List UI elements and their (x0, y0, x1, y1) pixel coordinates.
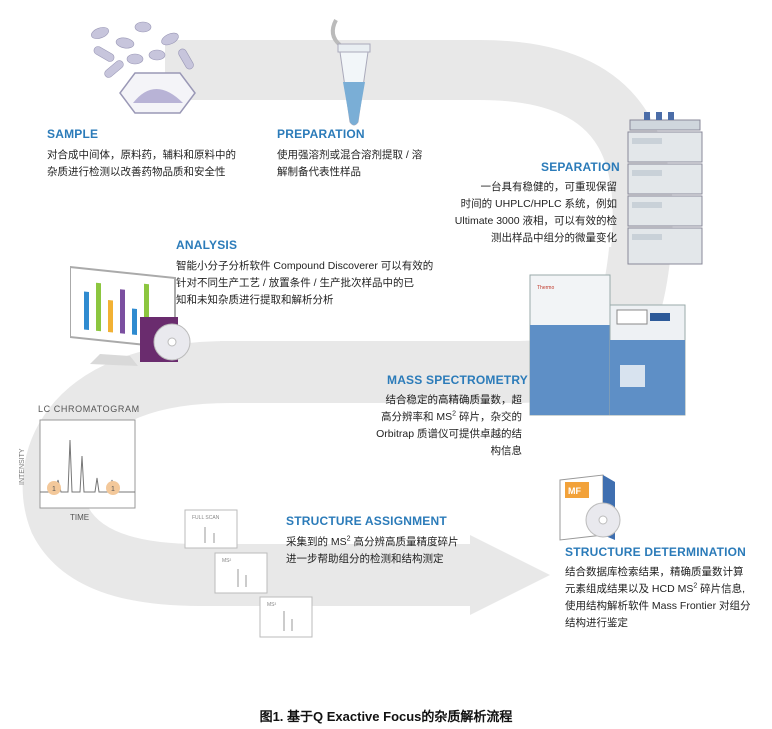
monitor-bar (96, 282, 101, 332)
preparation-heading: PREPARATION (277, 127, 365, 141)
monitor-bar (108, 299, 113, 333)
sd-line-3: 使用结构解析软件 Mass Frontier 对组分 (565, 600, 751, 612)
spectrum-card-2-label: MS² (222, 558, 232, 564)
chromatogram-x-label: TIME (70, 513, 89, 522)
sample-pills-graphic (91, 21, 196, 114)
monitor-bar (84, 291, 89, 330)
monitor-bar (132, 308, 137, 336)
lc-chromatogram: LC CHROMATOGRAM 1 1 TIME INTENSITY (19, 404, 140, 522)
sd-line-1: 结合数据库检索结果，精确质量数计算 (565, 566, 744, 578)
separation-line-2: 时间的 UHPLC/HPLC 系统，例如 (460, 198, 617, 210)
separation-line-4: 测出样品中组分的微量变化 (491, 232, 617, 244)
mass-spectrometry-heading: MASS SPECTROMETRY (387, 373, 528, 387)
hplc-system-graphic (627, 112, 703, 265)
structure-determination-description: 结合数据库检索结果，精确质量数计算 元素组成结果以及 HCD MS2 碎片信息,… (565, 564, 751, 632)
preparation-line-1: 使用强溶剂或混合溶剂提取 / 溶 (277, 149, 423, 161)
spectrum-card-3-label: MS³ (267, 602, 277, 608)
mass-frontier-software-box: MF (559, 474, 621, 541)
ms-line-4: 构信息 (490, 445, 523, 457)
ms-line-3: Orbitrap 质谱仪可提供卓越的结 (376, 428, 522, 440)
spectrum-card-1-label: FULL SCAN (192, 515, 220, 521)
chromatogram-y-label: INTENSITY (19, 448, 26, 485)
sd-line-4: 结构进行鉴定 (565, 617, 628, 629)
ms-line-2: 高分辨率和 MS2 碎片，杂交的 (381, 410, 522, 424)
monitor-bar (120, 289, 125, 334)
analysis-line-1: 智能小分子分析软件 Compound Discoverer 可以有效的 (176, 260, 434, 272)
sample-line-2: 杂质进行检测以改善药物品质和安全性 (47, 166, 226, 178)
separation-description: 一台具有稳健的，可重现保留 时间的 UHPLC/HPLC 系统，例如 Ultim… (0, 179, 617, 247)
analysis-monitor-graphic (70, 265, 191, 366)
ms-line-1: 结合稳定的高精确质量数，超 (385, 394, 523, 406)
mass-spectrometer-graphic: Thermo (529, 274, 686, 416)
analysis-heading: ANALYSIS (176, 238, 238, 252)
separation-line-1: 一台具有稳健的，可重现保留 (480, 181, 618, 193)
sample-description: 对合成中间体，原料药，辅料和原料中的 杂质进行检测以改善药物品质和安全性 (47, 147, 236, 181)
sample-heading: SAMPLE (47, 127, 99, 141)
figure-caption: 图1. 基于Q Exactive Focus的杂质解析流程 (259, 709, 513, 724)
analysis-line-3: 知和未知杂质进行提取和解析分析 (176, 294, 334, 306)
instrument-brand-label: Thermo (537, 285, 554, 291)
software-box-label: MF (568, 486, 581, 496)
ms-spectra-cards: FULL SCAN MS² MS³ (184, 509, 313, 638)
separation-line-3: Ultimate 3000 液相，可以有效的检 (454, 215, 617, 227)
sample-line-1: 对合成中间体，原料药，辅料和原料中的 (47, 149, 236, 161)
structure-assignment-heading: STRUCTURE ASSIGNMENT (286, 514, 447, 528)
sd-line-2: 元素组成结果以及 HCD MS2 碎片信息, (565, 582, 746, 596)
structure-determination-heading: STRUCTURE DETERMINATION (565, 545, 747, 559)
analysis-line-2: 针对不同生产工艺 / 放置条件 / 生产批次样品中的已 (176, 277, 415, 289)
sa-line-2: 进一步帮助组分的检测和结构测定 (286, 553, 444, 565)
peak-marker-2: 1 (111, 486, 115, 493)
separation-heading: SEPARATION (541, 160, 620, 174)
peak-marker-1: 1 (52, 486, 56, 493)
structure-assignment-description: 采集到的 MS2 高分辨高质量精度碎片 进一步帮助组分的检测和结构测定 (286, 534, 459, 568)
sa-line-1: 采集到的 MS2 高分辨高质量精度碎片 (286, 535, 459, 549)
analysis-description: 智能小分子分析软件 Compound Discoverer 可以有效的 针对不同… (176, 258, 433, 309)
preparation-description: 使用强溶剂或混合溶剂提取 / 溶 解制备代表性样品 (277, 147, 422, 181)
preparation-line-2: 解制备代表性样品 (277, 166, 361, 178)
mass-spectrometry-description: 结合稳定的高精确质量数，超 高分辨率和 MS2 碎片，杂交的 Orbitrap … (0, 392, 522, 460)
preparation-vial-graphic (330, 19, 371, 126)
chromatogram-title: LC CHROMATOGRAM (38, 404, 140, 414)
